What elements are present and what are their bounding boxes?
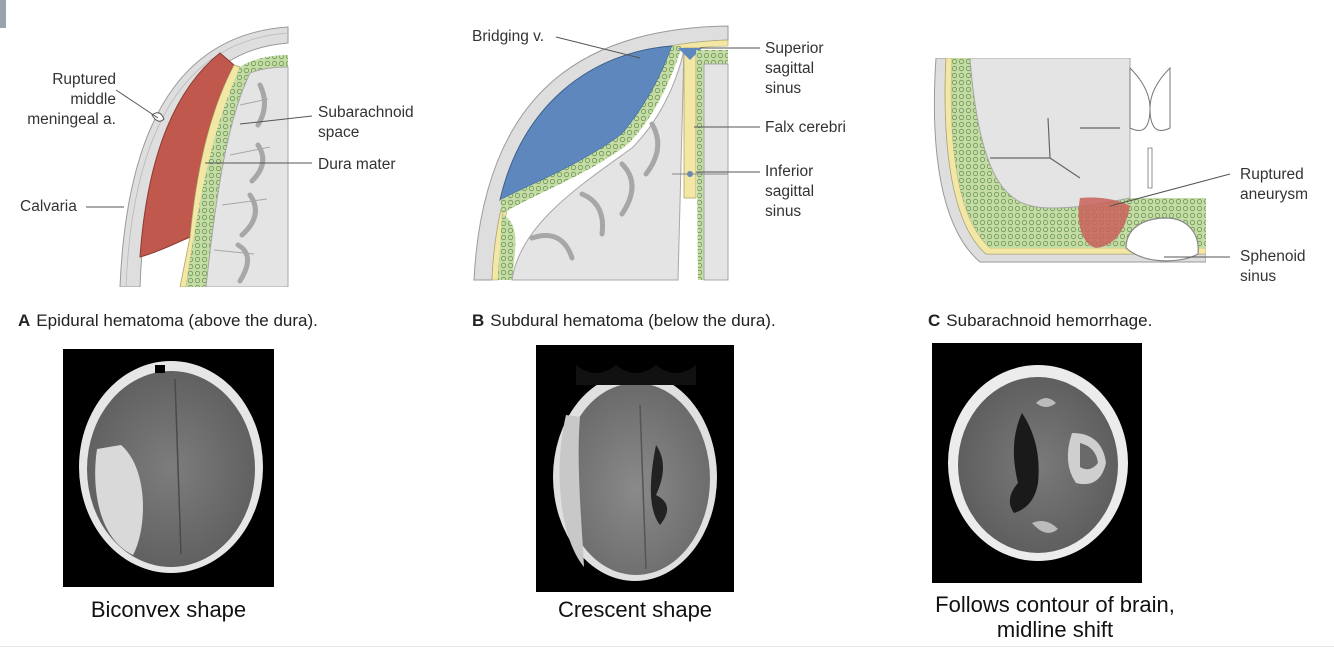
ct-scan-epidural: [63, 349, 274, 587]
label-sphenoid-sinus: Sphenoid sinus: [1240, 247, 1306, 287]
ct-caption-subarachnoid: Follows contour of brain, midline shift: [900, 592, 1210, 642]
ct-scan-subarachnoid: [932, 343, 1142, 583]
label-ruptured-aneurysm: Ruptured aneurysm: [1240, 165, 1308, 205]
ct-caption-epidural: Biconvex shape: [63, 597, 274, 622]
ct-scan-subdural: [536, 345, 734, 592]
subarachnoid-leader-lines: [0, 0, 1334, 300]
ct-caption-subdural: Crescent shape: [515, 597, 755, 622]
